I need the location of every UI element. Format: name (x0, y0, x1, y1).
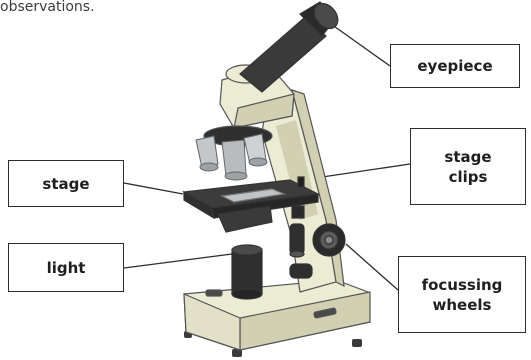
label-focussing-wheels: focussing wheels (398, 256, 526, 333)
label-light-text: light (47, 258, 86, 278)
leader-line-focussing-wheels (346, 244, 398, 290)
leader-line-eyepiece (331, 24, 390, 66)
microscope-base (184, 280, 370, 350)
label-stage: stage (8, 160, 124, 207)
label-stage-text: stage (42, 174, 89, 194)
eyepiece-tube (240, 0, 343, 92)
label-eyepiece: eyepiece (390, 44, 520, 88)
label-stage-clips: stage clips (410, 128, 526, 205)
label-eyepiece-text: eyepiece (417, 56, 492, 76)
focussing-wheel (313, 224, 345, 256)
leader-line-stage (124, 183, 183, 194)
objective-lenses (196, 134, 267, 180)
leader-line-light (124, 254, 232, 268)
label-focussing-line2: wheels (422, 295, 503, 315)
label-focussing-line1: focussing (422, 275, 503, 295)
label-stage-clips-line2: clips (444, 167, 491, 187)
label-stage-clips-line1: stage (444, 147, 491, 167)
label-light: light (8, 243, 124, 292)
light-housing (232, 245, 262, 299)
